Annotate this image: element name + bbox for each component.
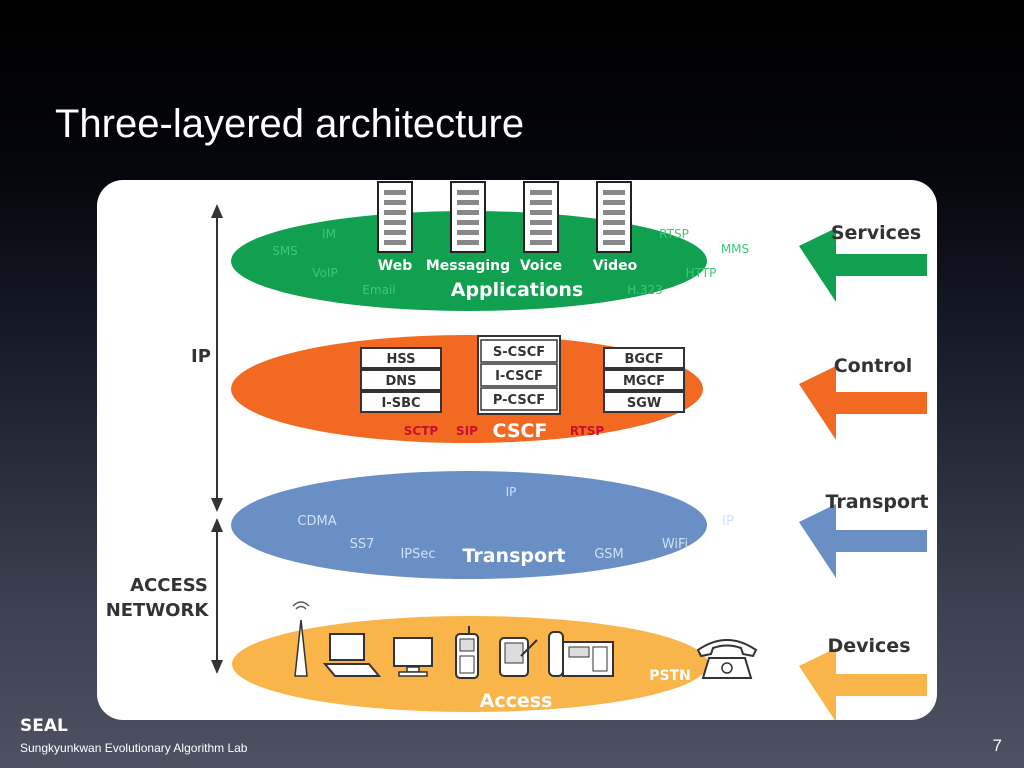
protocol-label: IPSec bbox=[400, 547, 435, 562]
server-label-voice: Voice bbox=[520, 258, 562, 274]
devices-ellipse-label: Access bbox=[480, 690, 553, 712]
slide-title: Three-layered architecture bbox=[55, 102, 525, 146]
laptop-icon bbox=[322, 633, 382, 677]
services-ellipse bbox=[231, 211, 707, 311]
network-label: NETWORK bbox=[106, 600, 210, 621]
node-box-dns: DNS bbox=[385, 374, 416, 389]
transport-arrow: Transport bbox=[799, 491, 929, 578]
server-label-messaging: Messaging bbox=[426, 258, 510, 274]
protocol-label: SS7 bbox=[350, 537, 375, 552]
pda-icon bbox=[499, 637, 538, 677]
control-ellipse bbox=[231, 335, 703, 443]
control-layer: HSS DNS I-SBC S-CSCF I-CSCF P-CSCF BGCF … bbox=[231, 335, 703, 443]
protocol-label: SIP bbox=[456, 424, 478, 438]
messaging-server-icon bbox=[450, 181, 486, 253]
node-box-icscf: I-CSCF bbox=[495, 369, 543, 384]
web-server-icon bbox=[377, 181, 413, 253]
ip-range-arrow bbox=[211, 204, 223, 512]
transport-ellipse bbox=[231, 471, 707, 579]
server-label-video: Video bbox=[593, 258, 638, 274]
protocol-label: CDMA bbox=[297, 514, 336, 529]
mobile-phone-icon bbox=[455, 626, 479, 679]
voice-server-icon bbox=[523, 181, 559, 253]
telephone-icon bbox=[696, 639, 758, 679]
center-box-stack: S-CSCF I-CSCF P-CSCF bbox=[477, 335, 561, 415]
control-arrow-label: Control bbox=[834, 355, 913, 377]
architecture-diagram: IP ACCESS NETWORK IM SMS VoIP Email RTSP… bbox=[97, 180, 937, 720]
devices-layer: PSTN Access bbox=[232, 601, 758, 712]
protocol-label: RTSP bbox=[570, 424, 605, 438]
services-layer: IM SMS VoIP Email RTSP MMS HTTP H.323 bbox=[231, 181, 749, 311]
services-ellipse-label: Applications bbox=[451, 279, 584, 301]
diagram-canvas: IP ACCESS NETWORK IM SMS VoIP Email RTSP… bbox=[106, 181, 929, 720]
protocol-label: IM bbox=[322, 227, 336, 241]
access-network-range-arrow bbox=[211, 518, 223, 674]
node-box-hss: HSS bbox=[386, 352, 415, 367]
node-box-scscf: S-CSCF bbox=[493, 345, 545, 360]
services-arrow-label: Services bbox=[831, 222, 921, 244]
transport-layer: IP CDMA IP SS7 IPSec GSM WiFi Transport bbox=[231, 471, 734, 579]
access-label: ACCESS bbox=[130, 575, 208, 596]
pstn-label: PSTN bbox=[649, 668, 691, 684]
protocol-label: SCTP bbox=[404, 424, 439, 438]
protocol-label: H.323 bbox=[627, 283, 663, 297]
ip-label: IP bbox=[191, 346, 211, 367]
control-arrow: Control bbox=[799, 355, 927, 440]
left-box-stack: HSS DNS I-SBC bbox=[360, 347, 442, 413]
devices-arrow: Devices bbox=[799, 635, 927, 720]
protocol-label: IP bbox=[722, 514, 734, 529]
protocol-label: WiFi bbox=[662, 537, 688, 552]
control-ellipse-label: CSCF bbox=[493, 420, 548, 442]
footer-org-logo: SEAL bbox=[20, 716, 68, 736]
protocol-label: RTSP bbox=[659, 227, 689, 241]
footer-lab-name: Sungkyunkwan Evolutionary Algorithm Lab bbox=[20, 741, 248, 755]
transport-ellipse-label: Transport bbox=[462, 545, 565, 567]
right-box-stack: BGCF MGCF SGW bbox=[603, 347, 685, 413]
protocol-label: Email bbox=[362, 283, 395, 297]
desktop-monitor-icon bbox=[393, 637, 433, 677]
page-number: 7 bbox=[992, 736, 1002, 755]
video-server-icon bbox=[596, 181, 632, 253]
node-box-bgcf: BGCF bbox=[625, 352, 664, 367]
protocol-label: IP bbox=[506, 485, 517, 499]
node-box-mgcf: MGCF bbox=[623, 374, 665, 389]
protocol-label: MMS bbox=[721, 242, 749, 256]
protocol-label: GSM bbox=[594, 547, 624, 562]
protocol-label: HTTP bbox=[686, 266, 717, 280]
protocol-label: SMS bbox=[272, 244, 298, 258]
server-label-web: Web bbox=[378, 258, 412, 274]
desk-phone-icon bbox=[548, 631, 614, 677]
protocol-label: VoIP bbox=[312, 266, 337, 280]
services-arrow: Services bbox=[799, 222, 927, 302]
node-box-sgw: SGW bbox=[627, 396, 661, 411]
antenna-tower-icon bbox=[292, 601, 310, 677]
transport-arrow-label: Transport bbox=[825, 491, 928, 513]
devices-arrow-label: Devices bbox=[827, 635, 910, 657]
node-box-pcscf: P-CSCF bbox=[493, 393, 545, 408]
node-box-isbc: I-SBC bbox=[381, 396, 420, 411]
